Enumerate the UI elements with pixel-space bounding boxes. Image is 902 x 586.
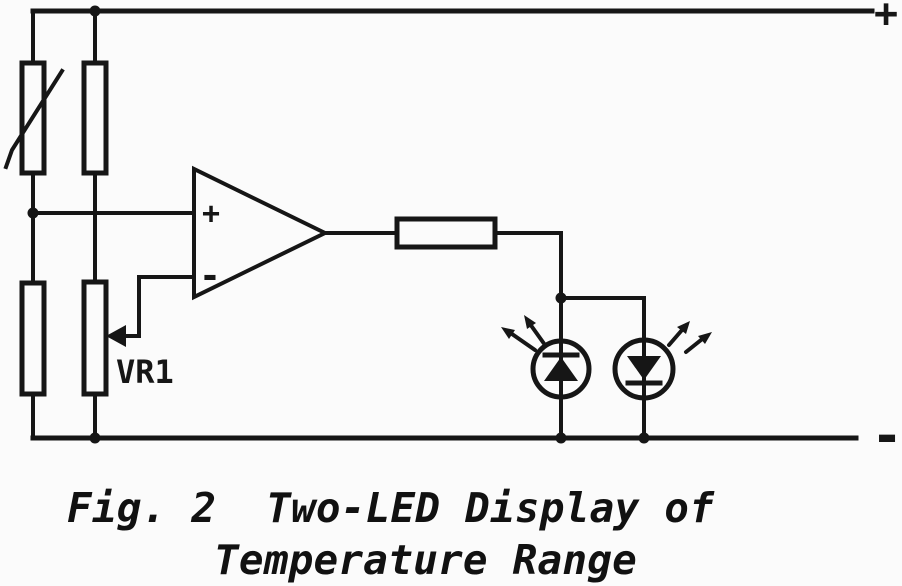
output-resistor <box>394 216 498 250</box>
junction-dot <box>89 432 101 444</box>
led-circle <box>612 337 676 401</box>
potentiometer-vr1: VR1 <box>81 279 174 440</box>
wiper-arrowhead <box>106 325 126 347</box>
negative-terminal-label: - <box>871 406 902 466</box>
opamp-plus-label: + <box>202 197 220 232</box>
led-emission-arrows <box>501 315 547 352</box>
led-branch-wire <box>559 296 646 343</box>
opamp: + - <box>192 165 330 301</box>
inverting-input-wire <box>137 275 196 338</box>
led-right <box>612 321 712 440</box>
led-left <box>501 296 592 440</box>
negative-rail: - <box>30 406 902 466</box>
thermistor <box>3 9 65 176</box>
figure-caption-line2: Temperature Range <box>214 536 638 584</box>
led-triangle <box>544 357 578 381</box>
upper-bridge-resistor <box>81 9 109 176</box>
junction-dot <box>638 432 650 444</box>
vr1-label: VR1 <box>116 353 174 391</box>
thermistor-slash <box>3 68 65 170</box>
led-triangle <box>627 356 661 380</box>
junction-dot <box>555 432 567 444</box>
positive-terminal-label: + <box>874 0 898 37</box>
positive-rail: + <box>30 0 898 37</box>
led-circle <box>530 338 592 400</box>
led-emission-arrows <box>667 321 712 354</box>
opamp-triangle <box>192 165 330 301</box>
opamp-minus-label: - <box>199 256 221 297</box>
figure-caption-line1: Fig. 2 Two-LED Display of <box>67 484 714 532</box>
lower-left-resistor <box>19 280 47 440</box>
